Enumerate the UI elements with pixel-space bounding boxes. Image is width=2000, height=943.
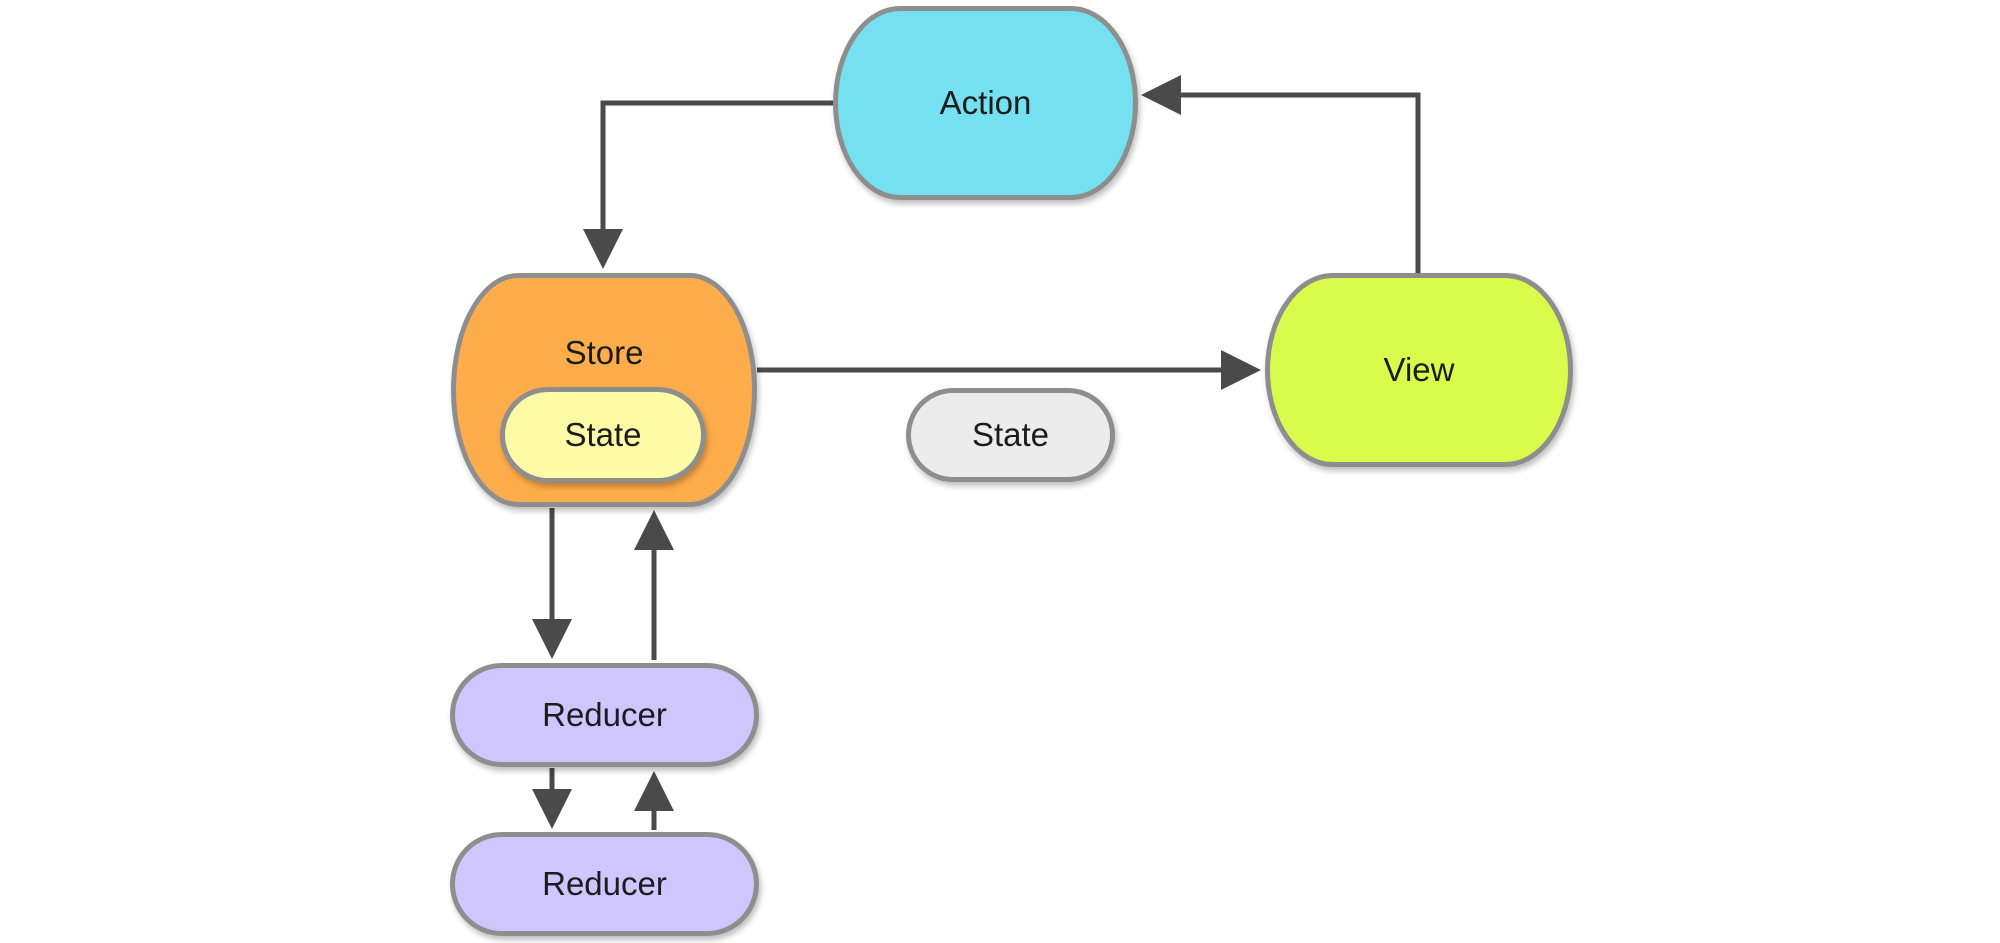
action-label: Action [939,84,1032,121]
store-label: Store [564,334,644,371]
action-node: Action [833,6,1138,200]
reducer-label: Reducer [542,696,667,733]
reducer-node: Reducer [450,663,759,767]
view-label: View [1383,351,1455,388]
reducer-label: Reducer [542,865,667,902]
state-payload-label: State [971,416,1050,453]
store-state-node: State [500,387,706,483]
reducer-node: Reducer [450,832,759,936]
edge-view-to-action [1141,75,1421,273]
state-payload-node: State [906,388,1115,482]
view-node: View [1265,273,1573,467]
edge-action-to-store [583,100,833,269]
store-state-label: State [564,416,642,453]
